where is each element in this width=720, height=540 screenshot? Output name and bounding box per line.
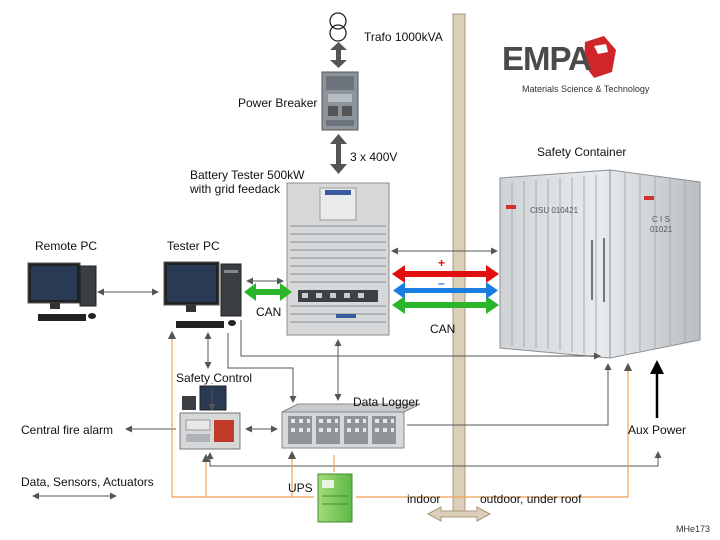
ups-unit bbox=[317, 473, 353, 523]
can-label-right: CAN bbox=[430, 322, 456, 336]
empa-logo-mark bbox=[584, 36, 616, 78]
tester-pc bbox=[163, 261, 242, 328]
can-arrow-left bbox=[244, 283, 292, 301]
trafo-breaker-link bbox=[330, 42, 347, 68]
safety-container-label: Safety Container bbox=[537, 145, 627, 159]
safety-container: CISU 010421 C I S 01021 bbox=[499, 169, 701, 359]
power-breaker bbox=[321, 71, 359, 131]
indoor-label: indoor bbox=[407, 492, 441, 506]
battery-tester-label-1: Battery Tester 500kW bbox=[190, 168, 305, 182]
safety-control-unit bbox=[179, 385, 241, 450]
svg-text:01021: 01021 bbox=[650, 225, 673, 234]
svg-text:C I S: C I S bbox=[652, 215, 670, 224]
svg-text:CISU 010421: CISU 010421 bbox=[530, 206, 579, 215]
remote-pc-label: Remote PC bbox=[35, 239, 98, 253]
battery-tester-cabinet bbox=[286, 182, 390, 336]
empa-logo-text: EMPA bbox=[502, 40, 592, 77]
data-sensors-label: Data, Sensors, Actuators bbox=[21, 475, 154, 489]
aux-power-label: Aux Power bbox=[628, 423, 687, 437]
breaker-tester-link bbox=[330, 134, 347, 174]
ups-label: UPS bbox=[288, 481, 313, 495]
data-logger-unit bbox=[281, 403, 421, 449]
can-arrow-right bbox=[392, 296, 499, 314]
remote-pc bbox=[27, 262, 97, 321]
transformer-icon bbox=[329, 12, 347, 42]
battery-tester-label-2: with grid feedack bbox=[190, 182, 281, 196]
trafo-label: Trafo 1000kVA bbox=[364, 30, 443, 44]
aux-power-arrow bbox=[650, 360, 664, 418]
data-logger-label: Data Logger bbox=[353, 395, 420, 409]
ups-power-lines bbox=[167, 330, 633, 498]
plus-label: + bbox=[438, 256, 446, 270]
doc-id-label: MHe173 bbox=[676, 524, 711, 534]
minus-label: – bbox=[438, 276, 445, 290]
voltage-label: 3 x 400V bbox=[350, 150, 398, 164]
outdoor-label: outdoor, under roof bbox=[480, 492, 582, 506]
wall bbox=[426, 13, 492, 522]
plus-power-arrow bbox=[392, 265, 499, 283]
can-label-left: CAN bbox=[256, 305, 282, 319]
minus-power-arrow bbox=[393, 282, 498, 299]
central-fire-alarm-label: Central fire alarm bbox=[21, 423, 114, 437]
tester-pc-label: Tester PC bbox=[167, 239, 220, 253]
safety-control-label: Safety Control bbox=[176, 371, 253, 385]
power-breaker-label: Power Breaker bbox=[238, 96, 318, 110]
empa-logo-tagline: Materials Science & Technology bbox=[522, 84, 650, 94]
